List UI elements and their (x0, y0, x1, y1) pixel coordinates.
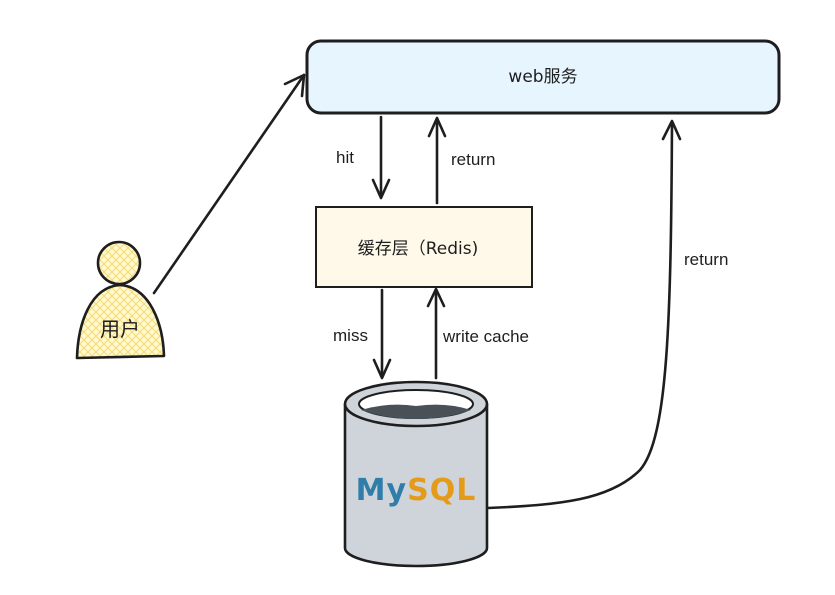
cache-layer-node: 缓存层（Redis) (315, 206, 533, 288)
web-service-label: web服务 (508, 67, 577, 87)
arrow-hit: hit (336, 115, 391, 200)
miss-label: miss (333, 326, 368, 345)
arrow-db-return: return (486, 119, 728, 510)
arrow-cache-return: return (427, 116, 495, 205)
mysql-database-node: MySQL (343, 380, 489, 568)
web-service-node: web服务 (305, 39, 781, 115)
write-cache-label: write cache (442, 327, 529, 346)
arrow-miss: miss (333, 288, 392, 380)
cache-return-label: return (451, 150, 495, 169)
user-label: 用户 (100, 317, 140, 341)
arrow-user-to-web (152, 73, 306, 295)
arrow-write-cache: write cache (426, 287, 529, 380)
mysql-logo-sql: SQL (407, 473, 476, 508)
user-node: 用户 (75, 240, 166, 360)
db-return-label: return (684, 250, 728, 269)
mysql-logo: MySQL (356, 473, 477, 508)
cache-layer-label: 缓存层（Redis) (358, 239, 479, 259)
hit-label: hit (336, 148, 354, 167)
mysql-logo-my: My (356, 473, 407, 508)
